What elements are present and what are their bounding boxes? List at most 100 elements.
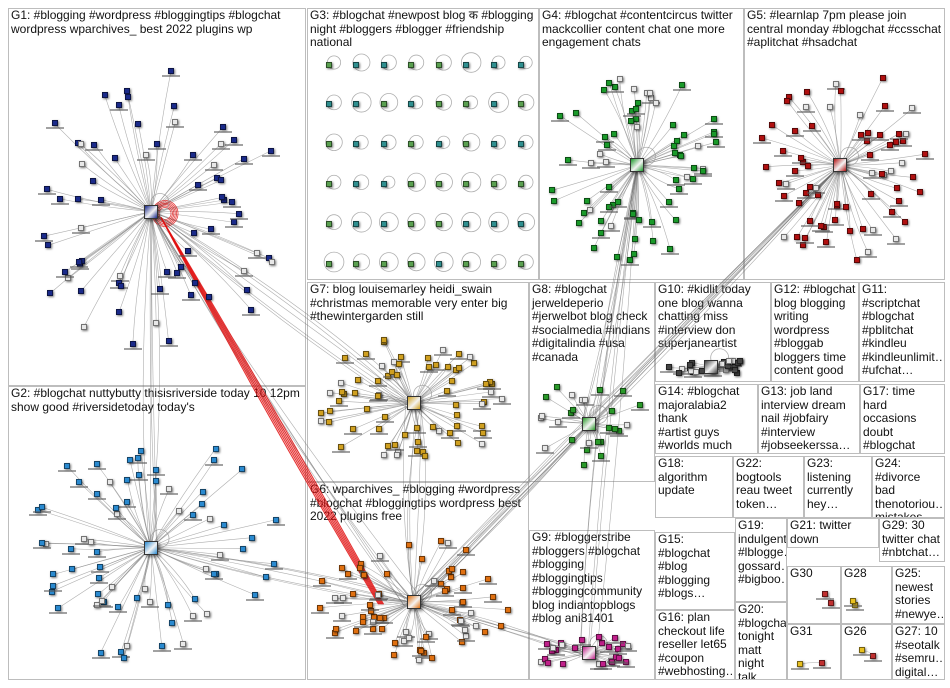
vertex-g2[interactable]: [38, 539, 45, 546]
vertex-g4[interactable]: [557, 112, 564, 119]
vertex-g3[interactable]: [463, 141, 470, 148]
vertex-g3[interactable]: [490, 101, 497, 108]
vertex-g7[interactable]: [414, 424, 421, 431]
vertex-g10[interactable]: [718, 361, 725, 368]
vertex-g1[interactable]: [98, 196, 105, 203]
vertex-g10[interactable]: [687, 362, 694, 368]
vertex-g7[interactable]: [381, 451, 388, 458]
vertex-g1[interactable]: [77, 141, 84, 148]
vertex-g6[interactable]: [462, 626, 469, 633]
vertex-g7[interactable]: [375, 426, 382, 433]
vertex-g1[interactable]: [129, 340, 136, 347]
vertex-g3[interactable]: [353, 181, 360, 188]
vertex-g6[interactable]: [445, 540, 452, 547]
vertex-g2[interactable]: [153, 466, 160, 473]
vertex-g2[interactable]: [108, 584, 115, 591]
vertex-g4[interactable]: [630, 251, 637, 258]
vertex-g9[interactable]: [606, 643, 613, 650]
vertex-g4[interactable]: [596, 150, 603, 157]
vertex-g4[interactable]: [551, 197, 558, 204]
vertex-g4[interactable]: [601, 86, 608, 93]
vertex-g6[interactable]: [460, 585, 467, 592]
vertex-g4[interactable]: [627, 118, 634, 125]
vertex-g7[interactable]: [415, 439, 422, 446]
vertex-g5[interactable]: [837, 87, 844, 94]
vertex-g3[interactable]: [490, 221, 497, 228]
vertex-g5[interactable]: [804, 89, 811, 96]
vertex-g7[interactable]: [381, 337, 388, 344]
vertex-g2[interactable]: [68, 545, 75, 552]
vertex-g7[interactable]: [341, 354, 348, 361]
vertex-g8[interactable]: [585, 440, 592, 447]
vertex-g4[interactable]: [631, 235, 638, 242]
vertex-g1[interactable]: [174, 269, 181, 276]
vertex-g2[interactable]: [39, 504, 46, 511]
vertex-g6[interactable]: [405, 541, 412, 548]
vertex-g5[interactable]: [893, 185, 900, 192]
vertex-g1[interactable]: [177, 263, 184, 270]
vertex-g2[interactable]: [239, 466, 246, 473]
vertex-g7[interactable]: [422, 452, 429, 459]
vertex-g8[interactable]: [542, 445, 549, 452]
vertex-g4[interactable]: [648, 219, 655, 226]
vertex-g7[interactable]: [444, 364, 451, 371]
vertex-g4[interactable]: [598, 230, 605, 237]
vertex-g1[interactable]: [230, 137, 237, 144]
vertex-g1[interactable]: [185, 248, 192, 255]
vertex-g4[interactable]: [586, 207, 593, 214]
vertex-g1[interactable]: [79, 161, 86, 168]
vertex-g10[interactable]: [737, 358, 743, 365]
vertex-g5[interactable]: [892, 139, 899, 146]
vertex-g3[interactable]: [518, 141, 524, 148]
vertex-g1[interactable]: [219, 194, 226, 201]
vertex-g7[interactable]: [448, 377, 455, 384]
vertex-g1[interactable]: [125, 94, 132, 101]
vertex-g8[interactable]: [555, 418, 562, 425]
vertex-g1[interactable]: [228, 199, 235, 206]
vertex-g1[interactable]: [230, 219, 237, 226]
vertex-g4[interactable]: [672, 177, 679, 184]
vertex-g6[interactable]: [428, 654, 435, 661]
vertex-g1[interactable]: [112, 155, 118, 162]
vertex-g1[interactable]: [165, 338, 172, 345]
vertex-g7[interactable]: [374, 377, 381, 384]
vertex-g3[interactable]: [463, 221, 470, 228]
vertex-g6[interactable]: [338, 565, 345, 572]
vertex-g6[interactable]: [462, 546, 469, 553]
vertex-g1[interactable]: [65, 275, 72, 282]
vertex-g4[interactable]: [683, 173, 690, 180]
hub-avatar-g10[interactable]: [703, 359, 718, 374]
vertex-g1[interactable]: [269, 259, 276, 266]
vertex-g9[interactable]: [559, 641, 566, 648]
vertex-g2[interactable]: [113, 504, 120, 511]
vertex-g4[interactable]: [671, 143, 678, 150]
vertex-g2[interactable]: [50, 582, 57, 589]
vertex-g2[interactable]: [199, 501, 206, 508]
vertex-g4[interactable]: [647, 90, 654, 97]
vertex-g2[interactable]: [76, 479, 83, 486]
vertex-g7[interactable]: [455, 350, 462, 357]
vertex-g5[interactable]: [834, 201, 841, 208]
vertex-g8[interactable]: [569, 392, 576, 399]
vertex-g1[interactable]: [244, 287, 251, 294]
vertex-g7[interactable]: [426, 364, 433, 371]
vertex-g1[interactable]: [91, 141, 98, 148]
vertex-g2[interactable]: [220, 522, 227, 529]
vertex-g1[interactable]: [76, 259, 83, 266]
vertex-g3[interactable]: [518, 221, 524, 228]
vertex-g6[interactable]: [457, 617, 464, 624]
vertex-g2[interactable]: [118, 648, 125, 655]
vertex-g6[interactable]: [333, 626, 340, 633]
vertex-g4[interactable]: [672, 217, 679, 224]
vertex-g4[interactable]: [611, 84, 618, 91]
vertex-g2[interactable]: [68, 566, 75, 573]
vertex-g2[interactable]: [95, 574, 102, 581]
vertex-g1[interactable]: [115, 309, 122, 316]
vertex-g7[interactable]: [478, 423, 485, 430]
vertex-g1[interactable]: [62, 268, 69, 275]
vertex-g3[interactable]: [435, 261, 442, 267]
vertex-g8[interactable]: [624, 421, 631, 428]
vertex-g2[interactable]: [115, 604, 122, 611]
vertex-g6[interactable]: [360, 572, 367, 579]
vertex-g9[interactable]: [596, 634, 603, 641]
